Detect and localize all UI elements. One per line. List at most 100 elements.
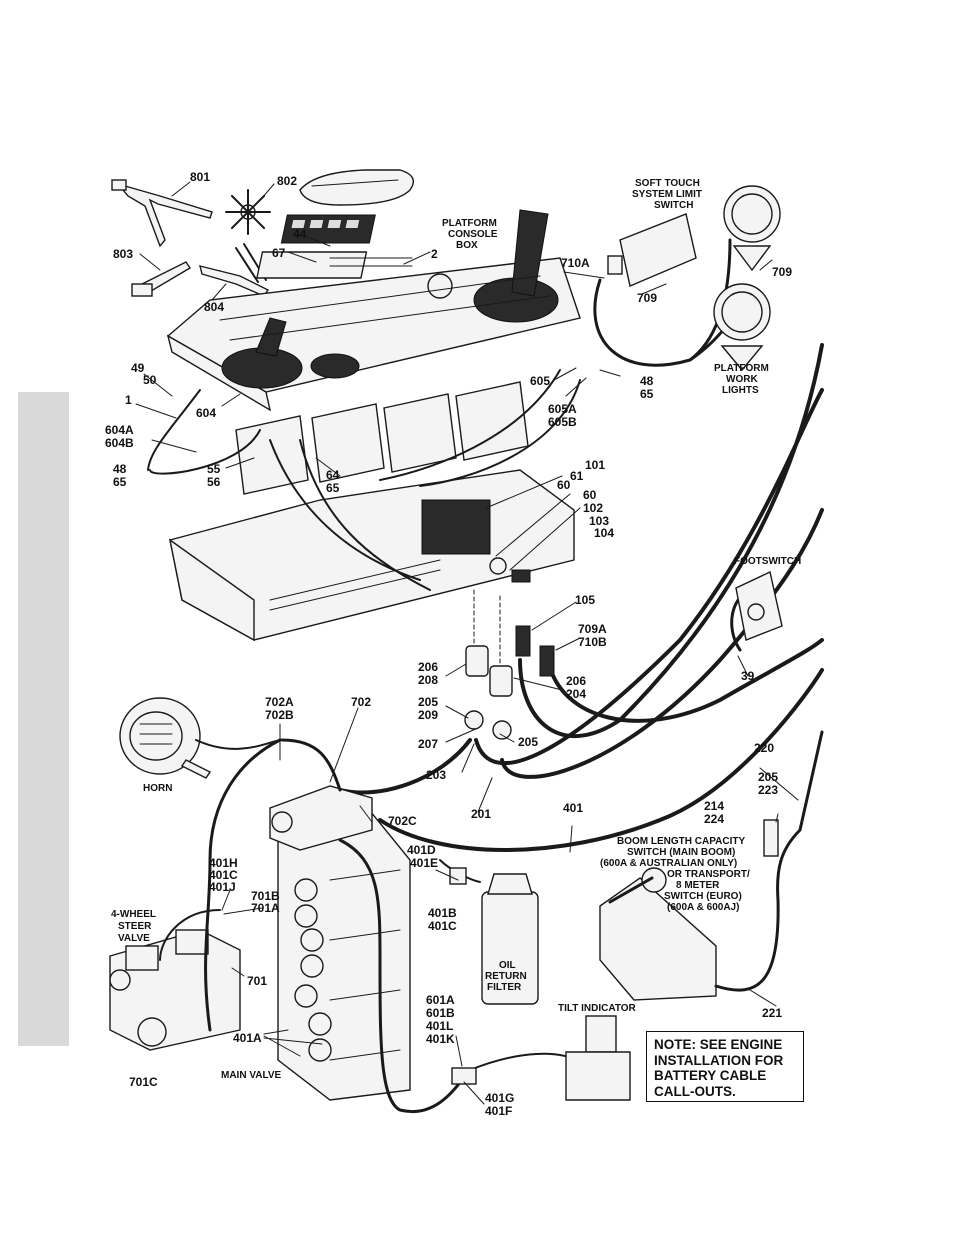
label-702: 702 xyxy=(351,695,371,709)
label-2: 2 xyxy=(431,247,438,261)
label-61: 61 xyxy=(570,469,584,483)
leader-lines xyxy=(135,181,799,1105)
label-401k: 401K xyxy=(426,1032,455,1046)
label-401c: 401C xyxy=(209,868,238,882)
label-horn: HORN xyxy=(143,783,172,794)
stripper-tool-804 xyxy=(199,243,270,297)
crimp-tool-801 xyxy=(111,179,213,248)
label-1: 1 xyxy=(125,393,132,407)
label-804: 804 xyxy=(204,300,224,314)
label-platform-work-2: WORK xyxy=(726,374,758,385)
label-64: 64 xyxy=(326,468,340,482)
steer-valve-part xyxy=(109,929,241,1051)
label-oil-1: OIL xyxy=(499,960,516,971)
label-401: 401 xyxy=(563,801,583,815)
page-side-tab xyxy=(18,392,69,1046)
label-105: 105 xyxy=(575,593,595,607)
label-601b: 601B xyxy=(426,1006,455,1020)
label-208: 208 xyxy=(418,673,438,687)
label-footswitch: FOOTSWITCH xyxy=(734,556,801,567)
label-platform-work-3: LIGHTS xyxy=(722,385,759,396)
label-709-left: 709 xyxy=(637,291,657,305)
valve-block-702 xyxy=(269,785,373,851)
footswitch-part xyxy=(735,570,783,641)
label-709-right: 709 xyxy=(772,265,792,279)
label-205-right: 205 xyxy=(758,770,778,784)
label-60-b: 60 xyxy=(583,488,597,502)
label-401c-filter: 401C xyxy=(428,919,457,933)
label-206-right: 206 xyxy=(566,674,586,688)
label-48-right: 48 xyxy=(640,374,654,388)
label-605a: 605A xyxy=(548,402,577,416)
label-401e: 401E xyxy=(410,856,438,870)
label-205-left: 205 xyxy=(418,695,438,709)
label-steer-1: 4-WHEEL xyxy=(111,909,156,920)
label-201: 201 xyxy=(471,807,491,821)
label-207: 207 xyxy=(418,737,438,751)
label-701c: 701C xyxy=(129,1075,158,1089)
label-101: 101 xyxy=(585,458,605,472)
label-platform-console-1: PLATFORM xyxy=(442,218,497,229)
boom-length-switch-part xyxy=(599,730,824,1001)
label-709a: 709A xyxy=(578,622,607,636)
main-valve-part xyxy=(277,805,411,1101)
note-line-2: INSTALLATION FOR xyxy=(654,1052,784,1068)
label-206-left: 206 xyxy=(418,660,438,674)
label-801: 801 xyxy=(190,170,210,184)
label-701b: 701B xyxy=(251,889,280,903)
label-60-a: 60 xyxy=(557,478,571,492)
switch-module-67 xyxy=(256,251,413,279)
label-boom-3: (600A & AUSTRALIAN ONLY) xyxy=(600,858,737,869)
lower-harness xyxy=(159,738,581,1114)
label-boom-2: SWITCH (MAIN BOOM) xyxy=(627,847,735,858)
label-65-center: 65 xyxy=(326,481,340,495)
label-oil-3: FILTER xyxy=(487,982,522,993)
label-702b: 702B xyxy=(265,708,294,722)
label-601a: 601A xyxy=(426,993,455,1007)
label-steer-2: STEER xyxy=(118,921,152,932)
label-224: 224 xyxy=(704,812,724,826)
label-702c: 702C xyxy=(388,814,417,828)
label-50: 50 xyxy=(143,373,157,387)
label-221: 221 xyxy=(762,1006,782,1020)
label-701a: 701A xyxy=(251,901,280,915)
label-soft-touch-3: SWITCH xyxy=(654,200,693,211)
label-401a: 401A xyxy=(233,1031,262,1045)
label-44: 44 xyxy=(293,227,307,241)
label-platform-work-1: PLATFORM xyxy=(714,363,769,374)
platform-console-top xyxy=(166,209,581,412)
label-401h: 401H xyxy=(209,856,238,870)
label-boom-4: OR TRANSPORT/ xyxy=(667,869,750,880)
label-boom-1: BOOM LENGTH CAPACITY xyxy=(617,836,745,847)
label-209: 209 xyxy=(418,708,438,722)
soft-touch-switch xyxy=(607,213,697,287)
label-710b: 710B xyxy=(578,635,607,649)
label-604b: 604B xyxy=(105,436,134,450)
label-204: 204 xyxy=(566,687,586,701)
label-tilt: TILT INDICATOR xyxy=(558,1003,637,1014)
plug-connectors xyxy=(464,589,555,740)
label-401g: 401G xyxy=(485,1091,514,1105)
platform-work-light-upper xyxy=(723,185,781,272)
label-platform-console-2: CONSOLE xyxy=(448,229,498,240)
label-605: 605 xyxy=(530,374,550,388)
label-49: 49 xyxy=(131,361,145,375)
label-boom-5: 8 METER xyxy=(676,880,720,891)
label-604: 604 xyxy=(196,406,216,420)
label-802: 802 xyxy=(277,174,297,188)
label-soft-touch-1: SOFT TOUCH xyxy=(635,178,700,189)
label-701: 701 xyxy=(247,974,267,988)
main-cables xyxy=(338,238,824,852)
label-203: 203 xyxy=(426,768,446,782)
extraction-tool-803 xyxy=(131,261,191,297)
label-65-left: 65 xyxy=(113,475,127,489)
label-103: 103 xyxy=(589,514,609,528)
label-102: 102 xyxy=(583,501,603,515)
note-line-3: BATTERY CABLE xyxy=(654,1068,767,1083)
label-605b: 605B xyxy=(548,415,577,429)
label-604a: 604A xyxy=(105,423,134,437)
tilt-indicator-part xyxy=(451,1015,631,1101)
label-803: 803 xyxy=(113,247,133,261)
note-line-4: CALL-OUTS. xyxy=(654,1083,736,1099)
pin-tool-802 xyxy=(225,189,271,235)
